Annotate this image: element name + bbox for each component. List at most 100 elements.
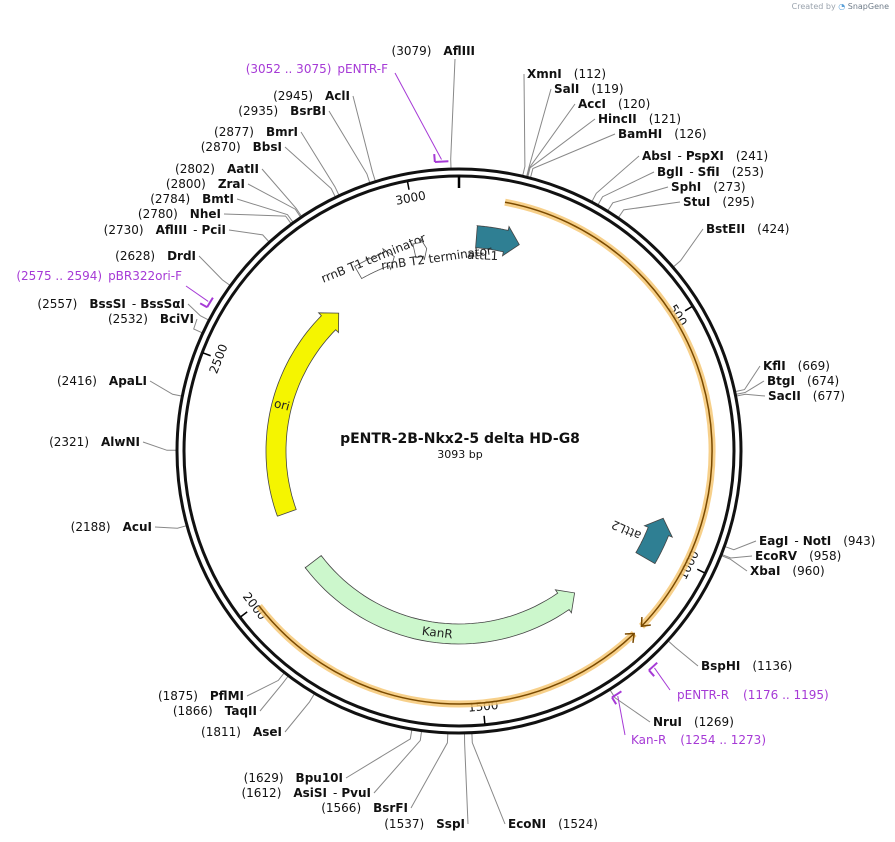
- site-acci-label: AccI(120): [578, 97, 650, 111]
- site-enzyme-name: HincII: [598, 112, 637, 126]
- site-enzyme-name: BtgI: [767, 374, 795, 388]
- site-leader-line: [609, 689, 651, 723]
- site-enzyme-name: BbsI: [253, 140, 282, 154]
- site-enzyme-name: PciI: [202, 223, 227, 237]
- site-nrui-label: NruI(1269): [653, 715, 734, 729]
- site-position: (3079): [392, 44, 432, 58]
- orf-arc-line: [258, 605, 635, 705]
- feature-attl2-arrow: [635, 517, 674, 565]
- site-enzyme-name: AatII: [227, 162, 259, 176]
- site-enzyme-name: NotI: [803, 534, 832, 548]
- feature-attl2-label: attL2: [609, 517, 643, 542]
- site-leader-line: [246, 672, 285, 697]
- site-enzyme-name: BmtI: [202, 192, 234, 206]
- primer-leader-line: [394, 72, 442, 160]
- site-enzyme-name: StuI: [683, 195, 710, 209]
- site-separator: -: [794, 534, 798, 548]
- site-position: (2532): [108, 312, 148, 326]
- plasmid-backbone: [175, 167, 743, 735]
- site-enzyme-name: AflIII: [443, 44, 475, 58]
- primer-range: (1176 .. 1195): [743, 688, 829, 702]
- site-position: (126): [674, 127, 706, 141]
- site-enzyme-name: AflIII: [156, 223, 188, 237]
- scale-tick: [202, 352, 211, 357]
- site-position: (2557): [37, 297, 77, 311]
- plasmid-length: 3093 bp: [437, 448, 482, 461]
- site-kfli-label: KflI(669): [763, 359, 830, 373]
- site-enzyme-name: BglI: [657, 165, 683, 179]
- site-leader-line: [725, 540, 757, 551]
- site-leader-line: [300, 131, 340, 196]
- site-leader-line: [373, 731, 422, 794]
- site-leader-line: [154, 525, 187, 529]
- site-enzyme-name: EcoRV: [755, 549, 798, 563]
- site-leader-line: [142, 441, 176, 451]
- feature-rrnb-t2-terminator-arrow: [412, 238, 428, 261]
- site-bsrfi-label: (1566)BsrFI: [321, 801, 408, 815]
- site-afliii-label: (2730)AflIII-PciI: [104, 223, 226, 237]
- site-separator: -: [193, 223, 197, 237]
- site-enzyme-name: AlwNI: [101, 435, 140, 449]
- orf-arrowhead: [640, 616, 651, 628]
- scale-tick-label: 2500: [207, 342, 231, 376]
- site-btgi-label: BtgI(674): [767, 374, 839, 388]
- site-position: (1537): [384, 817, 424, 831]
- primer-range: (3052 .. 3075): [246, 62, 332, 76]
- site-position: (2628): [115, 249, 155, 263]
- site-ecorv-label: EcoRV(958): [755, 549, 841, 563]
- primer-end-tick: [611, 696, 618, 705]
- site-leader-line: [471, 733, 506, 825]
- site-enzyme-name: NheI: [190, 207, 221, 221]
- site-position: (424): [757, 222, 789, 236]
- site-bmri-label: (2877)BmrI: [214, 125, 298, 139]
- site-position: (677): [813, 389, 845, 403]
- site-bpu10i-label: (1629)Bpu10I: [244, 771, 343, 785]
- site-position: (2321): [49, 435, 89, 449]
- site-leader-lines: [142, 58, 766, 825]
- site-bsteii-label: BstEII(424): [706, 222, 789, 236]
- site-position: (119): [591, 82, 623, 96]
- site-enzyme-name: TaqII: [225, 704, 257, 718]
- site-position: (1524): [558, 817, 598, 831]
- primer-name: pBR322ori-F: [108, 269, 182, 283]
- site-enzyme-name: SphI: [671, 180, 701, 194]
- primer-kan-r-label: Kan-R(1254 .. 1273): [631, 733, 766, 747]
- site-enzyme-name: BsrBI: [290, 104, 326, 118]
- site-leader-line: [236, 198, 294, 223]
- site-position: (2188): [71, 520, 111, 534]
- site-position: (2780): [138, 207, 178, 221]
- site-bamhi-label: BamHI(126): [618, 127, 707, 141]
- site-enzyme-name: BsrFI: [373, 801, 408, 815]
- scale-tick-label: 3000: [394, 188, 427, 207]
- site-nhei-label: (2780) NheI: [138, 207, 221, 221]
- site-xbai-label: XbaI(960): [750, 564, 825, 578]
- site-bsphi-label: BspHI(1136): [701, 659, 792, 673]
- feature-kanr-arrow: [304, 555, 576, 645]
- site-enzyme-name: EagI: [759, 534, 788, 548]
- site-enzyme-name: AccI: [578, 97, 606, 111]
- site-enzyme-name: BciVI: [160, 312, 194, 326]
- site-enzyme-name: AseI: [253, 725, 282, 739]
- site-position: (273): [713, 180, 745, 194]
- site-enzyme-name: PspXI: [686, 149, 724, 163]
- site-leader-line: [284, 146, 336, 197]
- site-leader-line: [526, 103, 576, 177]
- primer-leader-line: [654, 667, 671, 691]
- site-leader-line: [149, 380, 182, 397]
- site-leader-line: [345, 729, 413, 779]
- site-position: (1629): [244, 771, 284, 785]
- feature-ori-label: ori: [273, 396, 292, 413]
- site-enzyme-name: SalI: [554, 82, 579, 96]
- site-afliii-label: (3079) AflIII: [392, 44, 475, 58]
- site-sacii-label: SacII (677): [768, 389, 845, 403]
- site-enzyme-name: AbsI: [642, 149, 671, 163]
- site-leader-line: [597, 171, 655, 205]
- site-leader-line: [591, 155, 640, 202]
- site-enzyme-name: BssSαI: [140, 297, 185, 311]
- orf-arrowhead: [624, 632, 636, 643]
- feature-rrnb-t1-terminator-arrow: [353, 247, 395, 280]
- site-enzyme-name: XmnI: [527, 67, 562, 81]
- site-enzyme-name: EcoNI: [508, 817, 546, 831]
- site-enzyme-name: SacII: [768, 389, 801, 403]
